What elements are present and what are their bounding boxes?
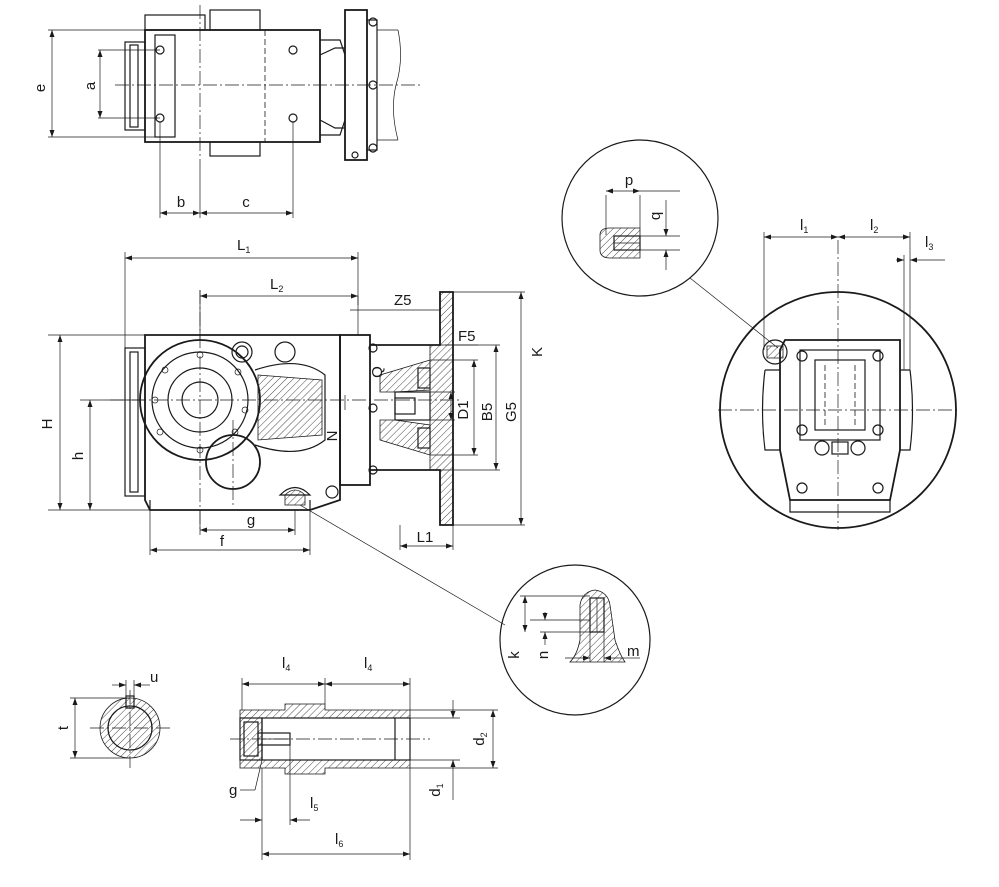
label-k: k (506, 651, 523, 659)
label-u: u (150, 669, 158, 686)
label-L1: L1 (237, 237, 250, 255)
label-d1: d1 (427, 783, 445, 796)
label-l4-right: l4 (364, 655, 372, 673)
shaft-cross-section (70, 680, 172, 768)
label-g-shaft: g (229, 782, 237, 799)
label-Z5: Z5 (394, 292, 412, 309)
label-q: q (647, 212, 664, 220)
label-F5: F5 (458, 328, 476, 345)
side-view (718, 232, 958, 530)
label-a: a (82, 81, 99, 90)
label-l6: l6 (335, 831, 343, 849)
label-K: K (529, 347, 546, 357)
label-G5: G5 (503, 402, 520, 422)
label-h: h (70, 452, 87, 460)
label-c: c (242, 194, 250, 211)
label-l4-left: l4 (282, 655, 290, 673)
label-n: n (535, 651, 552, 659)
hollow-shaft-section (230, 678, 498, 860)
top-view (48, 5, 420, 218)
detail-circle-knm (499, 564, 651, 716)
label-f: f (220, 533, 225, 550)
front-view (48, 252, 525, 626)
label-l2: l2 (870, 217, 878, 235)
label-H: H (39, 419, 56, 430)
label-l1: l1 (800, 217, 808, 235)
label-L2: L2 (270, 276, 283, 294)
label-e: e (32, 84, 49, 92)
label-l5: l5 (310, 795, 318, 813)
label-b: b (177, 194, 185, 211)
detail-circle-pq (561, 139, 779, 349)
label-N: N (324, 431, 341, 442)
label-d2: d2 (471, 732, 489, 745)
label-L1-flange: L1 (417, 529, 434, 546)
label-g: g (247, 512, 255, 529)
label-l3: l3 (925, 234, 933, 252)
label-D1: D1 (455, 400, 472, 419)
label-Q: Q (369, 366, 386, 378)
label-B5: B5 (479, 403, 496, 421)
label-p: p (625, 172, 633, 189)
label-m: m (627, 643, 640, 660)
label-t: t (55, 725, 72, 730)
